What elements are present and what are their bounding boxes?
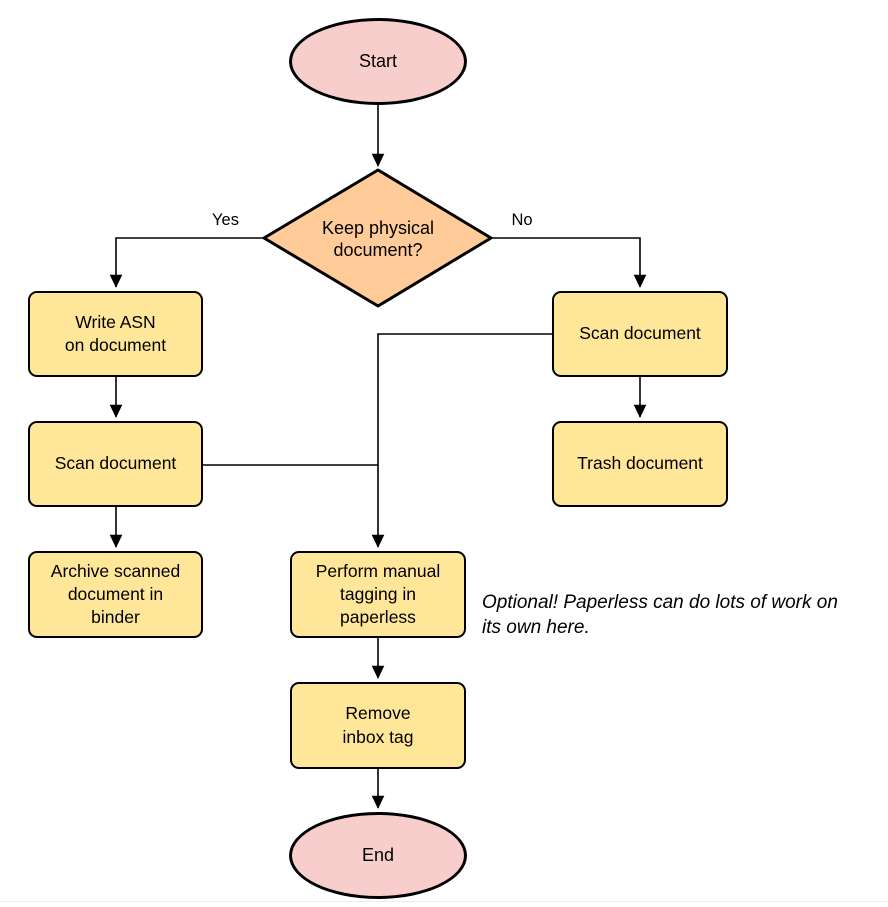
node-write-asn-label: Write ASN on document (64, 311, 167, 355)
node-manual-tagging-label: Perform manual tagging in paperless (315, 560, 441, 628)
node-start-label: Start (358, 50, 397, 71)
node-manual-tagging: Perform manual tagging in paperless (290, 551, 466, 638)
node-remove-inbox-tag: Remove inbox tag (290, 682, 466, 769)
node-scan-document-right: Scan document (552, 291, 728, 377)
node-scan-document-left-label: Scan document (54, 453, 177, 474)
node-decision-label: Keep physical document? (321, 217, 435, 261)
node-scan-document-right-label: Scan document (579, 323, 701, 344)
optional-note: Optional! Paperless can do lots of work … (482, 592, 838, 638)
node-scan-document-left: Scan document (28, 421, 203, 507)
node-trash-document-label: Trash document (577, 453, 703, 474)
edge-label-no: No (511, 211, 533, 229)
node-end-label: End (361, 844, 395, 865)
node-write-asn: Write ASN on document (28, 291, 203, 377)
node-archive-binder: Archive scanned document in binder (28, 551, 203, 638)
node-end: End (289, 812, 467, 899)
node-start: Start (289, 18, 467, 105)
edge-scan-right-to-tagging (371, 333, 552, 548)
bottom-divider (0, 901, 888, 902)
decision-diamond-shape (262, 168, 493, 308)
node-remove-inbox-tag-label: Remove inbox tag (342, 703, 414, 747)
edge-label-yes: Yes (212, 211, 239, 229)
edge-decision-yes-to-write-asn (109, 237, 263, 288)
node-trash-document: Trash document (552, 421, 728, 507)
node-archive-binder-label: Archive scanned document in binder (50, 560, 181, 628)
edge-decision-no-to-scan-right (492, 237, 647, 288)
